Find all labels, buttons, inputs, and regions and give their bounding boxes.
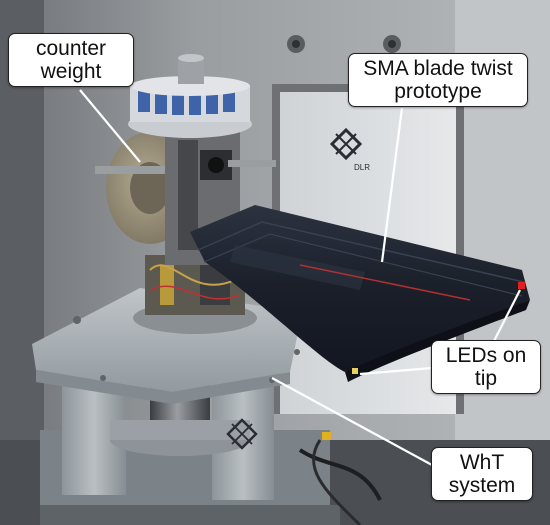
sma-blade — [190, 205, 530, 382]
left-wall-panel — [0, 0, 44, 525]
leader-sma-blade — [380, 107, 404, 263]
slip-ring — [178, 58, 204, 84]
callout-leaders — [79, 89, 521, 466]
dlr-logo-icon: DLR — [329, 127, 370, 172]
label-sma-blade-line-2: prototype — [394, 80, 482, 103]
tip-led — [518, 282, 525, 289]
label-leds-line-1: LEDs on — [445, 344, 527, 367]
label-sma-blade-line-1: SMA blade twist — [363, 57, 513, 80]
leader-leds — [491, 289, 521, 346]
label-wht-system: WhT system — [431, 447, 533, 501]
leader-counter-weight — [79, 89, 141, 163]
label-sma-blade: SMA blade twist prototype — [348, 53, 528, 107]
label-counter-weight-line-2: weight — [40, 60, 102, 83]
label-counter-weight: counter weight — [8, 33, 134, 87]
label-leds-line-2: tip — [474, 367, 498, 390]
hub-arm — [228, 160, 276, 167]
cable — [312, 439, 362, 525]
label-wht-line-1: WhT — [459, 451, 505, 474]
label-leds-on-tip: LEDs on tip — [431, 340, 541, 394]
cable — [298, 448, 382, 501]
leader-leds-inner — [359, 366, 433, 376]
tip-led — [352, 368, 358, 374]
label-wht-line-2: system — [448, 474, 516, 497]
label-counter-weight-line-1: counter — [35, 37, 107, 60]
leader-wht — [271, 377, 433, 466]
dlr-logo-base-icon — [226, 418, 258, 450]
weight-rod — [95, 166, 170, 174]
dlr-logo-text: DLR — [354, 163, 370, 172]
